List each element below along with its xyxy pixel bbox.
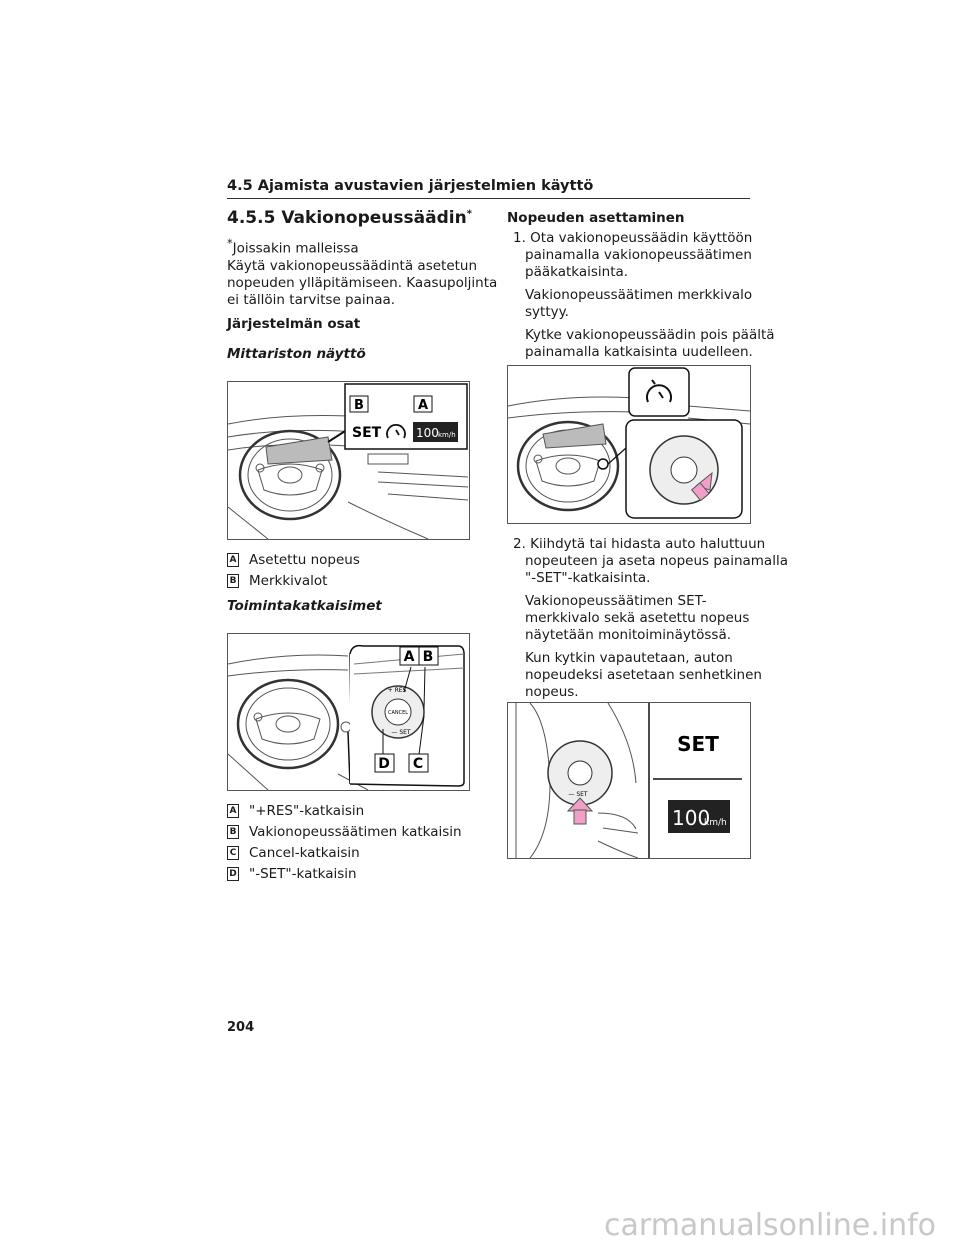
legend-text: Merkkivalot [249, 572, 328, 589]
step-line: painamalla vakionopeussäätimen [525, 247, 752, 263]
meter-illustration: B A SET 100 km/h [228, 383, 469, 539]
fig1-set-text: SET [352, 425, 382, 441]
section-header: 4.5 Ajamista avustavien järjestelmien kä… [227, 178, 594, 194]
step-note: nopeus. [525, 684, 579, 700]
step-1: 1. Ota vakionopeussäädin käyttöön painam… [513, 230, 775, 361]
header-rule [227, 198, 750, 199]
fig2-cancel: CANCEL [388, 710, 408, 716]
components-heading: Järjestelmän osat [227, 316, 361, 332]
fig1-unit: km/h [438, 431, 456, 439]
step-note: näytetään monitoiminäytössä. [525, 627, 732, 643]
switches-figure: + RES CANCEL — SET A B D C [227, 633, 470, 791]
fig4-set-text: SET [677, 732, 719, 756]
step-line: nopeuteen ja aseta nopeus painamalla [525, 553, 788, 569]
legend-text: Vakionopeussäätimen katkaisin [249, 823, 462, 840]
step-line: 2. Kiihdytä tai hidasta auto haluttuun [513, 536, 766, 552]
legend-badge: B [227, 824, 239, 839]
switches-heading: Toimintakatkaisimet [227, 598, 382, 614]
legend-item: B Vakionopeussäätimen katkaisin [227, 821, 462, 842]
fig2-res: + RES [388, 687, 407, 694]
legend-text: "-SET"-katkaisin [249, 865, 357, 882]
title-mark: * [466, 208, 472, 220]
footnote-text: Joissakin malleissa [232, 240, 359, 257]
step-note: painamalla katkaisinta uudelleen. [525, 344, 753, 360]
fig2-label-b: B [423, 649, 434, 665]
step-note: nopeudeksi asetetaan senhetkinen [525, 667, 762, 683]
fig4-speed: 100 [672, 806, 710, 830]
fig2-label-c: C [413, 756, 423, 772]
fig2-label-d: D [378, 756, 390, 772]
switch-legend: A "+RES"-katkaisin B Vakionopeussäätimen… [227, 800, 462, 884]
speed-heading: Nopeuden asettaminen [507, 210, 685, 226]
legend-badge: B [227, 573, 239, 588]
step-note: Vakionopeussäätimen SET- [525, 593, 707, 609]
fig4-switch-set: — SET [568, 791, 588, 798]
step-note: syttyy. [525, 304, 569, 320]
step-note: merkkivalo sekä asetettu nopeus [525, 610, 750, 626]
legend-badge: D [227, 866, 239, 881]
legend-item: C Cancel-katkaisin [227, 842, 462, 863]
intro-line: Käytä vakionopeussäädintä asetetun [227, 258, 478, 274]
legend-item: A "+RES"-katkaisin [227, 800, 462, 821]
step-line: pääkatkaisinta. [525, 264, 629, 280]
step-line: "-SET"-katkaisinta. [525, 570, 651, 586]
meter-heading: Mittariston näyttö [227, 346, 366, 362]
step-2: 2. Kiihdytä tai hidasta auto haluttuun n… [513, 536, 788, 701]
fig2-set: — SET [391, 729, 411, 736]
legend-item: A Asetettu nopeus [227, 549, 360, 570]
page-number: 204 [227, 1020, 255, 1035]
fig1-label-a: A [418, 398, 428, 413]
legend-item: B Merkkivalot [227, 570, 360, 591]
step-line: 1. Ota vakionopeussäädin käyttöön [513, 230, 753, 246]
set-switch-figure: — SET SET 100 km/h [507, 702, 751, 859]
main-switch-figure [507, 365, 751, 524]
switches-illustration: + RES CANCEL — SET A B D C [228, 644, 465, 790]
meter-legend: A Asetettu nopeus B Merkkivalot [227, 549, 360, 591]
legend-badge: A [227, 552, 239, 567]
footnote: *Joissakin malleissa [227, 235, 359, 258]
step-note: Kun kytkin vapautetaan, auton [525, 650, 733, 666]
intro-line: ei tällöin tarvitse painaa. [227, 292, 396, 308]
page-title: 4.5.5 Vakionopeussäädin* [227, 208, 472, 228]
legend-badge: C [227, 845, 239, 860]
fig1-label-b: B [354, 398, 364, 413]
legend-text: Asetettu nopeus [249, 551, 360, 568]
set-switch-illustration: — SET SET 100 km/h [515, 703, 742, 858]
title-text: 4.5.5 Vakionopeussäädin [227, 208, 467, 228]
speedometer-icon [646, 379, 672, 403]
legend-text: "+RES"-katkaisin [249, 802, 365, 819]
step-note: Kytke vakionopeussäädin pois päältä [525, 327, 775, 343]
intro-line: nopeuden ylläpitämiseen. Kaasupoljinta [227, 275, 498, 291]
main-switch-illustration [508, 367, 750, 519]
legend-item: D "-SET"-katkaisin [227, 863, 462, 884]
fig1-speed: 100 [416, 426, 439, 440]
legend-badge: A [227, 803, 239, 818]
fig4-unit: km/h [704, 818, 727, 828]
fig2-label-a: A [404, 649, 415, 665]
speedometer-icon [386, 424, 406, 439]
watermark-logo: carmanualsonline.info [604, 1208, 936, 1243]
step-note: Vakionopeussäätimen merkkivalo [525, 287, 753, 303]
legend-text: Cancel-katkaisin [249, 844, 360, 861]
footnote-mark: * [227, 237, 233, 250]
intro-paragraph: Käytä vakionopeussäädintä asetetun nopeu… [227, 258, 497, 309]
meter-figure: B A SET 100 km/h [227, 381, 470, 540]
